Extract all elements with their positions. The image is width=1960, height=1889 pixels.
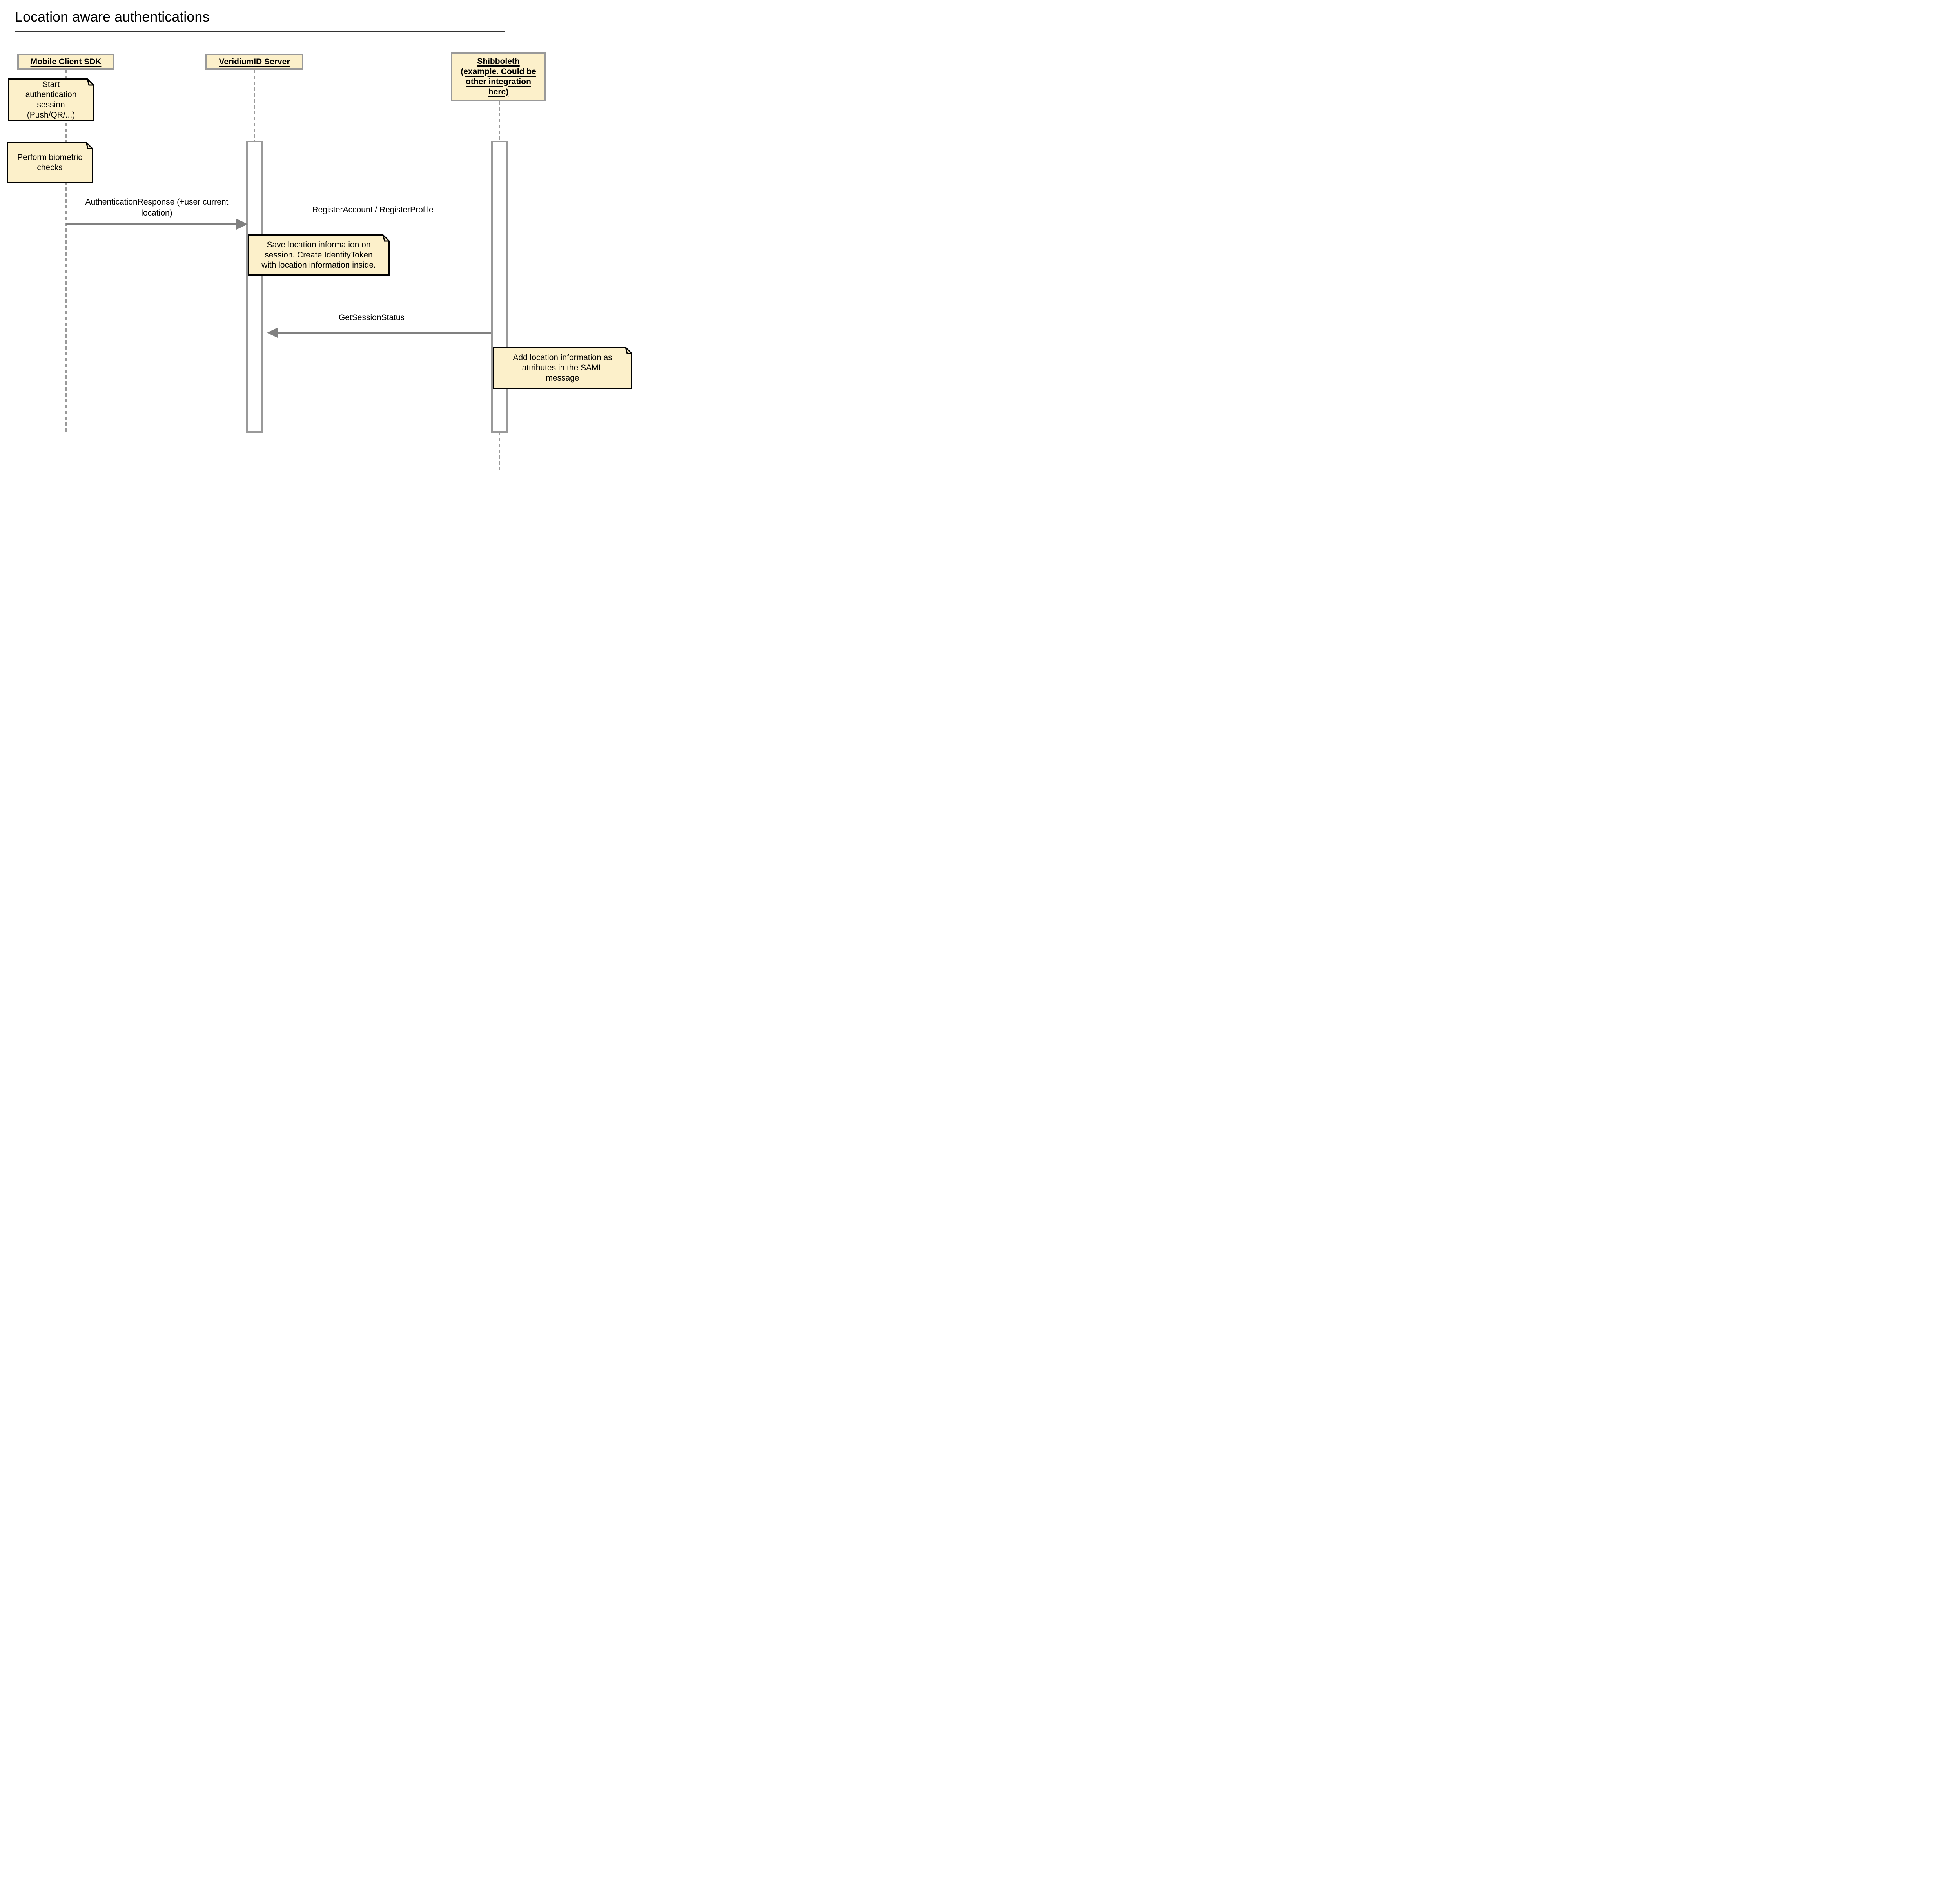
actor-label-text: (example. Could be bbox=[461, 67, 536, 76]
actor-label-text: Shibboleth bbox=[477, 56, 520, 66]
message-label-register-account: RegisterAccount / RegisterProfile bbox=[312, 205, 434, 214]
arrowhead-right-icon bbox=[236, 219, 248, 230]
arrow-get-session-status bbox=[267, 327, 491, 338]
arrow-authentication-response bbox=[66, 219, 248, 230]
actor-mobile-client-sdk: Mobile Client SDK bbox=[17, 54, 114, 70]
sequence-diagram: Location aware authentications Mobile Cl… bbox=[0, 0, 645, 472]
actor-shibboleth: Shibboleth (example. Could be other inte… bbox=[451, 52, 546, 101]
folded-corner-icon bbox=[87, 79, 94, 86]
actor-label-text: other integration bbox=[466, 77, 531, 86]
page-title: Location aware authentications bbox=[15, 9, 210, 25]
folded-corner-icon bbox=[382, 235, 389, 242]
folded-corner-icon bbox=[85, 142, 93, 149]
actor-label: Mobile Client SDK bbox=[31, 57, 102, 67]
note-start-auth-session: Start authentication session (Push/QR/..… bbox=[8, 78, 94, 121]
note-text: Save location information on session. Cr… bbox=[261, 240, 376, 270]
actor-veridiumid-server: VeridiumID Server bbox=[205, 54, 303, 70]
actor-label: Shibboleth (example. Could be other inte… bbox=[461, 56, 536, 97]
note-perform-biometric-checks: Perform biometric checks bbox=[7, 142, 93, 183]
actor-label: VeridiumID Server bbox=[219, 57, 290, 67]
note-shape bbox=[8, 78, 94, 121]
actor-label-text: here) bbox=[488, 87, 509, 96]
actor-label-text: Mobile Client SDK bbox=[30, 57, 102, 66]
message-label-get-session-status: GetSessionStatus bbox=[338, 313, 405, 322]
actor-label-text: VeridiumID Server bbox=[219, 57, 290, 66]
note-shape bbox=[493, 347, 632, 389]
title-rule bbox=[15, 31, 505, 32]
activation-bar-veridiumid-server bbox=[246, 141, 263, 433]
note-text: Perform biometric checks bbox=[17, 152, 82, 172]
arrowhead-left-icon bbox=[267, 327, 278, 338]
note-add-location-saml: Add location information as attributes i… bbox=[493, 347, 632, 389]
note-shape bbox=[248, 234, 390, 276]
note-save-location-information: Save location information on session. Cr… bbox=[248, 234, 390, 276]
note-shape bbox=[7, 142, 93, 183]
message-label-authentication-response: AuthenticationResponse (+user current lo… bbox=[85, 198, 229, 218]
folded-corner-icon bbox=[625, 347, 632, 354]
note-text: Start authentication session (Push/QR/..… bbox=[25, 80, 77, 120]
note-text: Add location information as attributes i… bbox=[513, 353, 612, 383]
